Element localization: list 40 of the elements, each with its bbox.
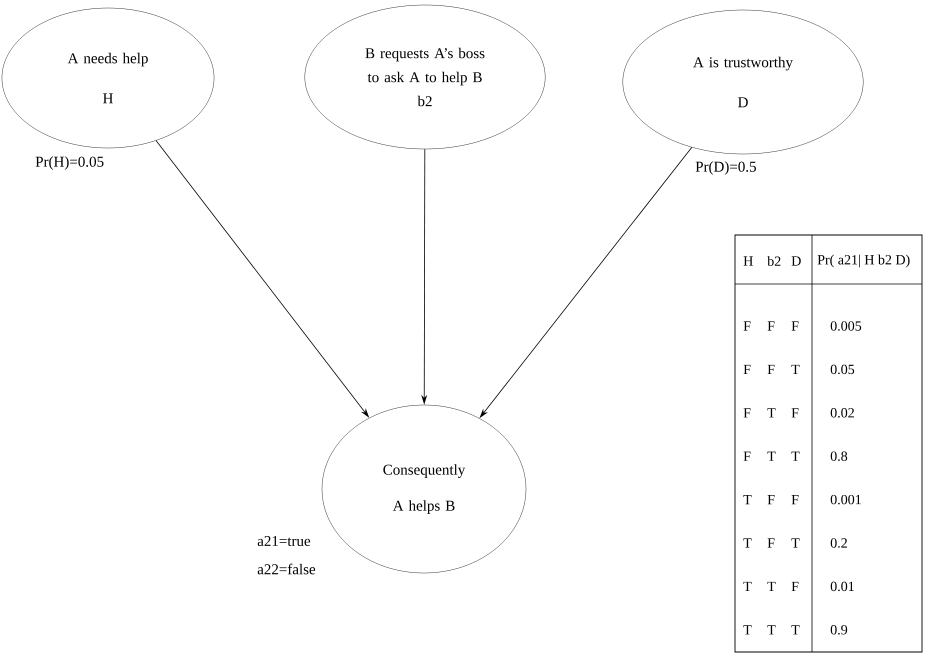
table-cell: T (791, 452, 800, 461)
table-cell: F (744, 321, 750, 331)
table-cell: F (792, 321, 798, 331)
table-cell: 0.001 (830, 494, 861, 504)
table-cell: T (767, 582, 776, 591)
table-cell: F (768, 538, 774, 548)
table-cell: F (768, 495, 774, 504)
table-cell: F (744, 364, 750, 374)
table-cell: 0.02 (830, 408, 854, 418)
table-cell: F (792, 408, 798, 418)
table-cell: F (744, 452, 750, 461)
table-cell: T (791, 538, 800, 548)
table-cell: T (743, 625, 752, 634)
table-cell: F (792, 582, 798, 591)
probability-note: Pr(H)=0.05 (36, 156, 104, 170)
table-cell: 0.005 (830, 321, 862, 331)
table-cell: 0.2 (830, 538, 847, 548)
probability-note: a21=true (258, 536, 310, 546)
table-cell: T (791, 364, 800, 374)
table-cell: F (792, 495, 798, 504)
probability-note: Pr(D)=0.5 (696, 161, 756, 175)
table-cell: F (768, 321, 774, 331)
table-cell: 0.9 (830, 625, 848, 635)
table-cell: T (743, 582, 752, 591)
table-cell: 0.8 (830, 451, 848, 461)
table-cell: T (791, 625, 800, 634)
table-cell: F (744, 408, 750, 418)
table-cell: T (767, 625, 776, 634)
table-cell: 0.05 (830, 364, 854, 374)
table-cell: T (743, 538, 752, 548)
table-cell: 0.01 (830, 582, 854, 592)
table-header: H (744, 256, 753, 266)
table-header: b2 (767, 256, 780, 266)
table-cell: T (767, 452, 776, 461)
table-header: Pr( a21| H b2 D) (818, 254, 910, 268)
table-cell: T (743, 495, 752, 504)
probability-note: a22=false (258, 564, 316, 574)
table-cell: F (768, 364, 774, 374)
table-header: D (792, 256, 801, 266)
table-cell: T (767, 408, 776, 418)
